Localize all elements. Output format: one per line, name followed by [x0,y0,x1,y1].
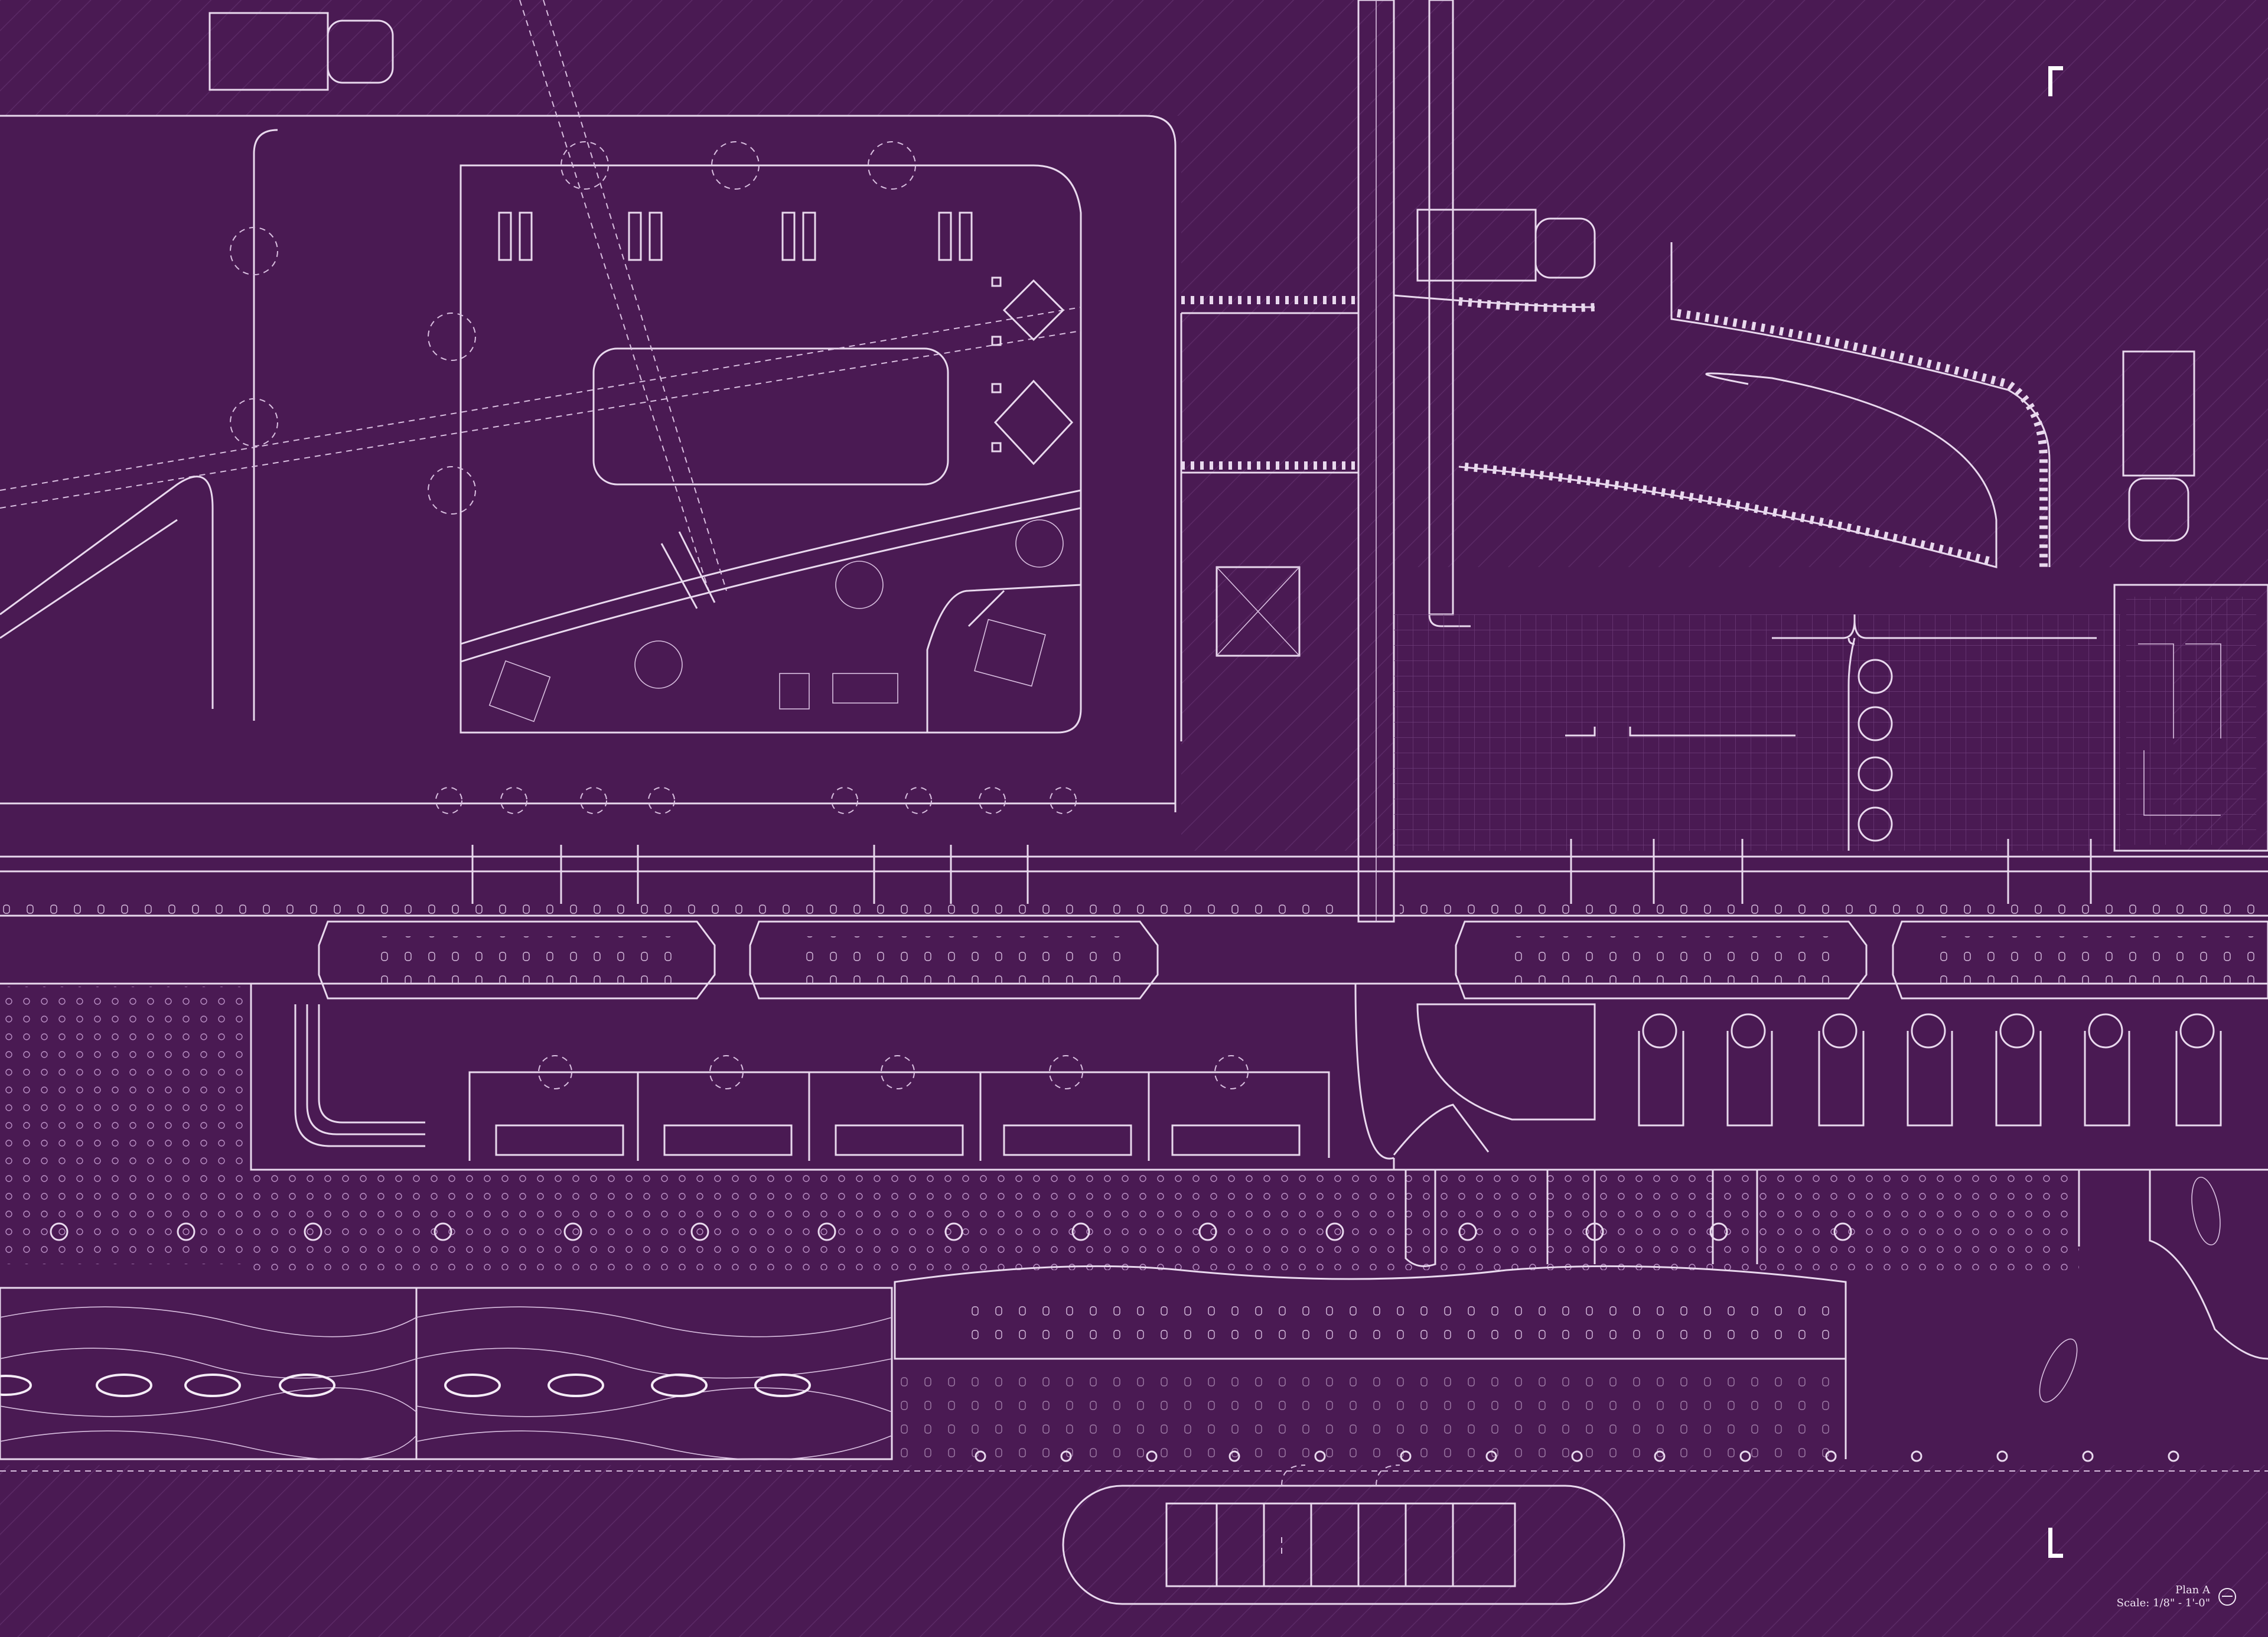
tree-circles-top [230,141,1077,814]
bus-bays [1638,1013,2222,1127]
mooring-posts [975,1450,2179,1462]
planter-island [592,347,949,486]
retail-units [468,1071,1330,1161]
terraced-pavilion [894,1265,1847,1360]
plaza-outline [460,164,1082,734]
curved-planter-top [1393,294,1595,308]
paved-grid-plaza [1394,614,2120,851]
kiosk-building [1416,1003,1596,1121]
round-planters [1858,659,1893,842]
title-block: Plan A Scale: 1/8" - 1'-0" [2117,1584,2236,1610]
fountain-jets [0,1374,811,1397]
section-mark-bottom-icon [2048,1528,2063,1558]
diamond-pavers [991,276,1074,466]
water-channel [0,1287,893,1460]
loading-dock [2113,584,2268,852]
curved-path [460,489,1081,645]
section-mark-top-icon [2048,66,2063,96]
furniture-clusters [488,519,1064,723]
kayak-figures [2039,1176,2221,1403]
dotted-planting-field [0,987,248,1264]
north-arrow-icon [2218,1588,2236,1606]
drawing-scale: Scale: 1/8" - 1'-0" [2116,1597,2210,1609]
contour-lines [0,1306,892,1460]
bollards-row [471,839,2092,904]
parking-bays [498,211,973,261]
drawing-title: Plan A [2175,1584,2210,1596]
light-posts [50,1222,1852,1241]
elevator-box [1216,566,1301,657]
tram-cars [318,920,2268,1000]
ferry-boat [1062,1485,1625,1605]
truck-icons [208,12,2195,542]
